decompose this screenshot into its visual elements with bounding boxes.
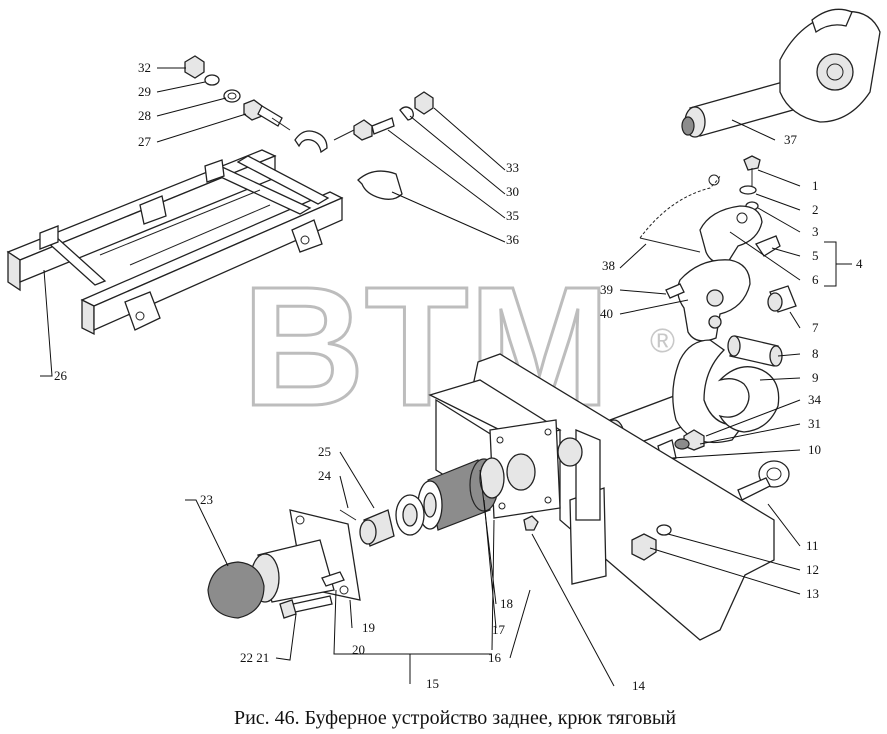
callout-9: 9 [812, 370, 819, 385]
callout-30: 30 [506, 184, 519, 199]
callout-12: 12 [806, 562, 819, 577]
callout-numbers: 32 29 28 27 33 30 35 36 37 1 2 3 4 5 6 3… [54, 60, 863, 693]
callout-10: 10 [808, 442, 821, 457]
figure-caption: Рис. 46. Буферное устройство заднее, крю… [234, 707, 676, 729]
latch-parts [639, 155, 797, 367]
callout-2: 2 [812, 202, 819, 217]
washers-25 [339, 494, 425, 547]
callout-7: 7 [812, 320, 819, 335]
callout-38: 38 [602, 258, 615, 273]
callout-20: 20 [352, 642, 365, 657]
callout-16: 16 [488, 650, 502, 665]
rubber-cushion-16 [417, 457, 505, 531]
callout-4: 4 [856, 256, 863, 271]
callout-29: 29 [138, 84, 151, 99]
hook-assembly-37 [681, 8, 881, 138]
callout-15: 15 [426, 676, 439, 691]
callout-11: 11 [806, 538, 819, 553]
callout-31: 31 [808, 416, 821, 431]
buffer-flange [489, 419, 561, 531]
callout-24: 24 [318, 468, 332, 483]
vehicle-frame [6, 149, 344, 336]
upper-hardware [184, 55, 434, 200]
callout-18: 18 [500, 596, 513, 611]
callout-37: 37 [784, 132, 798, 147]
buffer-housing [207, 509, 361, 619]
callout-28: 28 [138, 108, 151, 123]
callout-27: 27 [138, 134, 152, 149]
callout-35: 35 [506, 208, 519, 223]
callout-5: 5 [812, 248, 819, 263]
watermark: BTM ® [241, 251, 676, 444]
callout-8: 8 [812, 346, 819, 361]
callout-36: 36 [506, 232, 520, 247]
callout-3: 3 [812, 224, 819, 239]
callout-1: 1 [812, 178, 819, 193]
callout-40: 40 [600, 306, 613, 321]
callout-32: 32 [138, 60, 151, 75]
registered-mark: ® [650, 322, 675, 360]
callout-6: 6 [812, 272, 819, 287]
callout-14: 14 [632, 678, 646, 693]
leader-lines [40, 67, 852, 687]
callout-39: 39 [600, 282, 613, 297]
callout-19: 19 [362, 620, 375, 635]
callout-23: 23 [200, 492, 213, 507]
callout-26: 26 [54, 368, 68, 383]
callout-25: 25 [318, 444, 331, 459]
callout-13: 13 [806, 586, 819, 601]
callout-33: 33 [506, 160, 519, 175]
callout-34: 34 [808, 392, 822, 407]
callout-22-21: 22 21 [240, 650, 269, 665]
callout-17: 17 [492, 622, 506, 637]
